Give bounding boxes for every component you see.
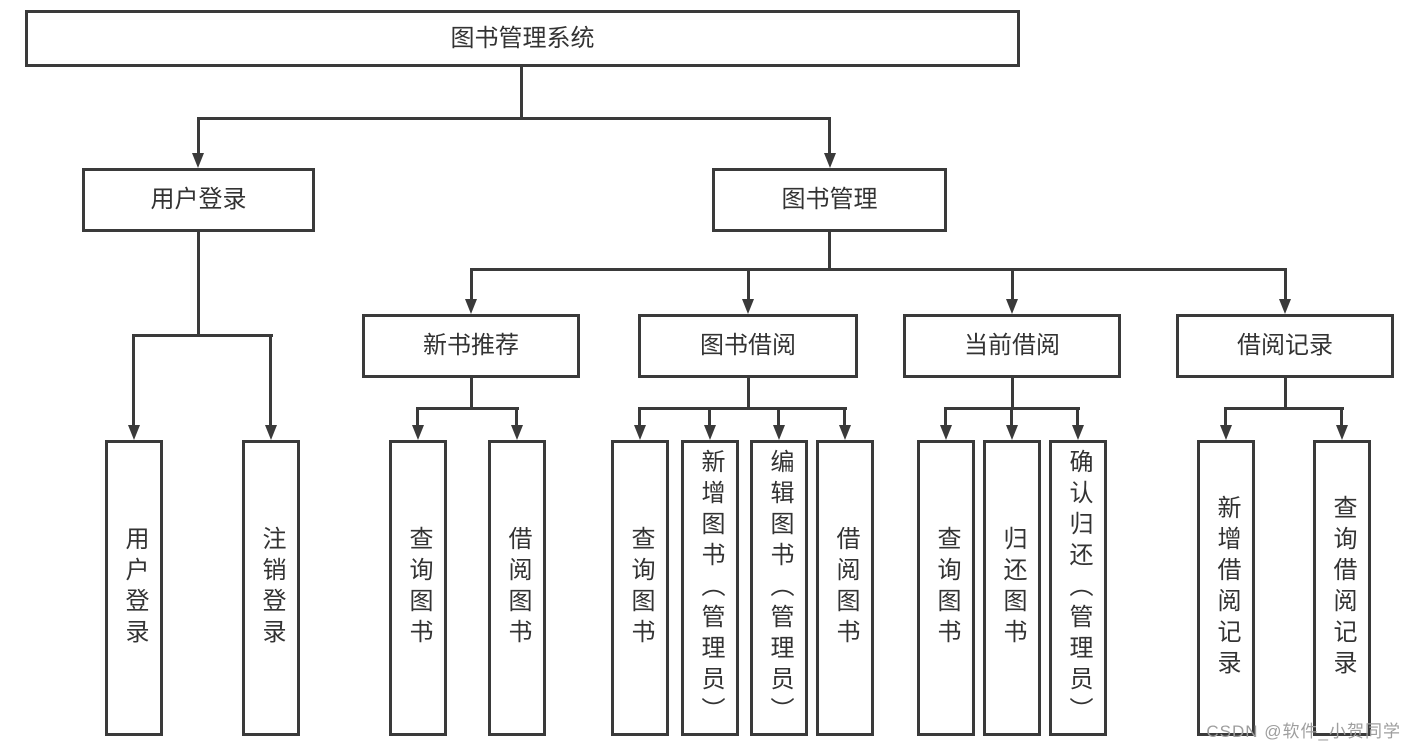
line-vertical	[470, 268, 473, 299]
line-vertical	[470, 378, 473, 409]
leaf-return-books: 归还图书	[983, 440, 1041, 736]
leaf-query-books-current: 查询图书	[917, 440, 975, 736]
line-horizontal	[1224, 407, 1344, 410]
arrow-down-icon	[839, 425, 851, 440]
arrow-down-icon	[824, 153, 836, 168]
arrow-down-icon	[704, 425, 716, 440]
arrow-down-icon	[940, 425, 952, 440]
arrow-down-icon	[742, 299, 754, 314]
line-vertical	[1284, 268, 1287, 299]
line-vertical	[515, 407, 518, 425]
line-vertical	[197, 232, 200, 336]
arrow-down-icon	[1336, 425, 1348, 440]
line-vertical	[1011, 268, 1014, 299]
line-vertical	[1010, 407, 1013, 425]
node-new-book-recommendation: 新书推荐	[362, 314, 580, 378]
line-vertical	[828, 232, 831, 270]
line-horizontal	[197, 117, 831, 120]
leaf-query-borrow-record: 查询借阅记录	[1313, 440, 1371, 736]
line-vertical	[777, 407, 780, 425]
line-horizontal	[416, 407, 519, 410]
arrow-down-icon	[192, 153, 204, 168]
line-vertical	[416, 407, 419, 425]
leaf-add-book-admin: 新增图书（管理员）	[681, 440, 739, 736]
arrow-down-icon	[1006, 299, 1018, 314]
line-vertical	[1076, 407, 1079, 425]
leaf-borrow-books-recommend: 借阅图书	[488, 440, 546, 736]
arrow-down-icon	[1220, 425, 1232, 440]
node-book-management: 图书管理	[712, 168, 947, 232]
csdn-watermark: CSDN @软件_小贺同学	[1206, 722, 1401, 741]
node-library-management-system: 图书管理系统	[25, 10, 1020, 67]
line-vertical	[1340, 407, 1343, 425]
line-vertical	[1284, 378, 1287, 409]
arrow-down-icon	[1072, 425, 1084, 440]
node-user-login: 用户登录	[82, 168, 315, 232]
line-vertical	[520, 65, 523, 119]
leaf-logout: 注销登录	[242, 440, 300, 736]
line-vertical	[269, 334, 272, 425]
leaf-confirm-return-admin: 确认归还（管理员）	[1049, 440, 1107, 736]
line-vertical	[747, 268, 750, 299]
arrow-down-icon	[1006, 425, 1018, 440]
line-vertical	[1011, 378, 1014, 409]
line-horizontal	[470, 268, 1287, 271]
arrow-down-icon	[265, 425, 277, 440]
leaf-query-books-recommend: 查询图书	[389, 440, 447, 736]
line-vertical	[843, 407, 846, 425]
leaf-query-books-borrowing: 查询图书	[611, 440, 669, 736]
leaf-user-login: 用户登录	[105, 440, 163, 736]
arrow-down-icon	[773, 425, 785, 440]
line-vertical	[1224, 407, 1227, 425]
arrow-down-icon	[465, 299, 477, 314]
line-vertical	[828, 117, 831, 155]
node-borrowing-records: 借阅记录	[1176, 314, 1394, 378]
leaf-borrow-books-borrowing: 借阅图书	[816, 440, 874, 736]
leaf-add-borrow-record: 新增借阅记录	[1197, 440, 1255, 736]
arrow-down-icon	[412, 425, 424, 440]
line-vertical	[944, 407, 947, 425]
line-horizontal	[132, 334, 273, 337]
line-vertical	[197, 117, 200, 155]
arrow-down-icon	[511, 425, 523, 440]
line-horizontal	[638, 407, 847, 410]
arrow-down-icon	[634, 425, 646, 440]
arrow-down-icon	[128, 425, 140, 440]
line-vertical	[638, 407, 641, 425]
line-vertical	[747, 378, 750, 409]
node-book-borrowing: 图书借阅	[638, 314, 858, 378]
arrow-down-icon	[1279, 299, 1291, 314]
line-vertical	[708, 407, 711, 425]
leaf-edit-book-admin: 编辑图书（管理员）	[750, 440, 808, 736]
line-vertical	[132, 334, 135, 425]
node-current-borrowing: 当前借阅	[903, 314, 1121, 378]
